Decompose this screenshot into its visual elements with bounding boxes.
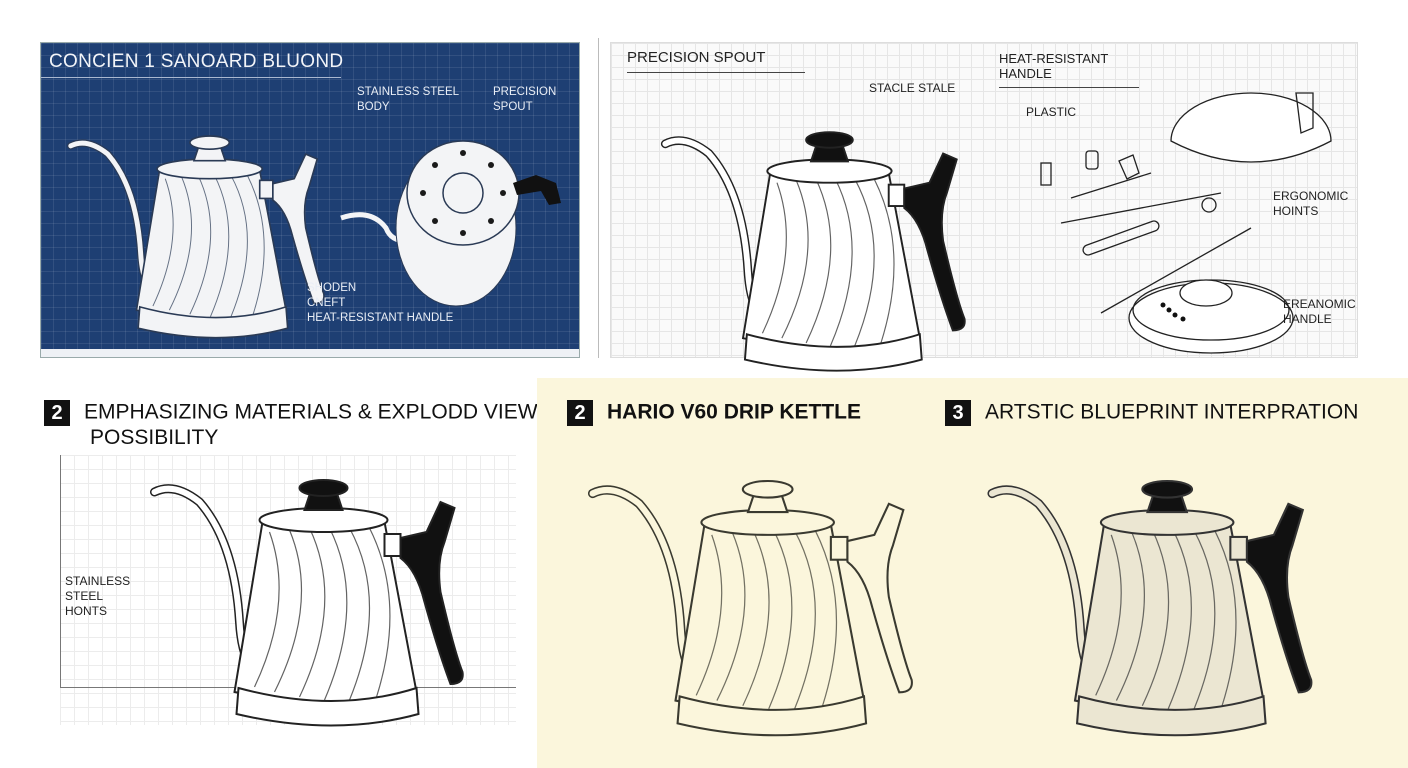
section-number-badge: 2 (567, 400, 593, 426)
kettle-artistic-illustration (935, 452, 1360, 742)
heading-heat-resistant-handle: HEAT-RESISTANT HANDLE (999, 51, 1139, 88)
exploded-parts-illustration (1040, 92, 1332, 354)
label-lid: STACLE STALE (869, 81, 956, 95)
y-axis-line (60, 455, 61, 687)
heading-precision-spout: PRECISION SPOUT (627, 49, 805, 73)
kettle-materials-illustration (92, 452, 517, 732)
kettle-top-illustration (340, 140, 561, 307)
kettle-illustration (611, 105, 1011, 377)
kettle-hario-illustration (558, 452, 938, 742)
section-number-badge: 3 (945, 400, 971, 426)
blueprint-panel: CONCIEN 1 SANOARD BLUOND STAINLESS STEEL… (40, 42, 580, 358)
label-plastic: PLASTIC (1026, 105, 1077, 119)
kettle-side-illustration (49, 113, 339, 343)
exploded-view-panel: PRECISION SPOUT HEAT-RESISTANT HANDLE ST… (610, 42, 1358, 358)
section-number-badge: 2 (44, 400, 70, 426)
panel-footer-strip (41, 349, 579, 357)
divider-bracket (588, 38, 599, 358)
blueprint-title: CONCIEN 1 SANOARD BLUOND (49, 51, 344, 72)
title-divider (41, 77, 341, 78)
